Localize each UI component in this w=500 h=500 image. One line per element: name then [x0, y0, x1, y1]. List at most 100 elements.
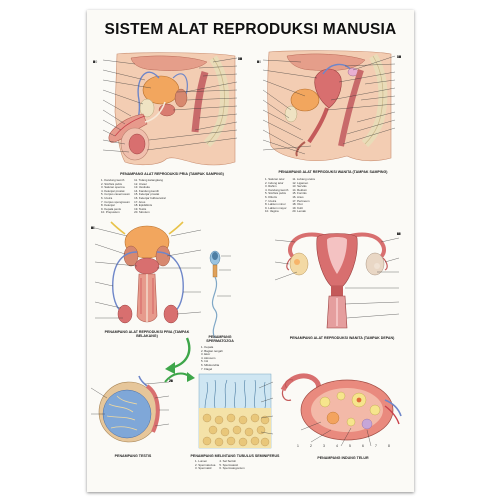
- female-side-illustration: [261, 50, 403, 166]
- female-side-legend: 1. Saluran telur 2. Indung telur 3. Rahi…: [265, 177, 319, 214]
- number-label: 14: [397, 55, 401, 59]
- male-side-caption: PENAMPANG ALAT REPRODUKSI PRIA (TAMPAK S…: [120, 172, 224, 176]
- legend-item: 10. Vagina: [265, 209, 279, 214]
- legend-item: 1. Kepala: [201, 345, 214, 349]
- number-label: 9: [397, 232, 399, 236]
- male-front-illustration: [94, 221, 202, 324]
- legend-column: 11. Lubang uretra 12. Ligamen 13. Servik…: [292, 177, 315, 214]
- legend-item: 6. Klitoris: [265, 194, 277, 199]
- male-front-caption: PENAMPANG ALAT REPRODUKSI PRIA (TAMPAK B…: [104, 330, 190, 339]
- legend-item: 17. Perineum: [292, 198, 310, 203]
- legend-column: 11. Tulang kelangkang 12. Ureter 13. Ves…: [134, 178, 166, 215]
- number-label: 8: [93, 60, 96, 64]
- number-label: 7: [257, 60, 259, 64]
- number-label: 10: [397, 232, 401, 236]
- number-label: 19: [397, 55, 401, 59]
- number-label: 1: [257, 60, 259, 64]
- number-label: 3: [323, 444, 325, 448]
- legend-item: 4. Kelenjar prostat: [101, 188, 125, 193]
- number-label: 3: [397, 232, 399, 236]
- arrow-to-tubulus-icon: [164, 372, 195, 383]
- legend-item: 16. Anus: [292, 194, 304, 199]
- number-label: 13: [397, 232, 401, 236]
- legend-item: 18. Otot: [292, 202, 303, 207]
- number-label: 5: [91, 226, 93, 230]
- number-label: 11: [238, 57, 242, 61]
- legend-item: 8. Labium minor: [265, 202, 286, 207]
- number-label: 5: [93, 60, 96, 64]
- legend-item: 6. Spermatogonium: [219, 466, 245, 471]
- legend-item: 18. Epididimis: [134, 203, 153, 208]
- number-label: 24: [169, 379, 173, 383]
- legend-item: 3. Rahim: [265, 184, 277, 189]
- legend-column: 1. Saluran telur 2. Indung telur 3. Rahi…: [265, 177, 289, 214]
- legend-item: 8. Kelenjar: [101, 203, 115, 208]
- legend-item: 4. Kandung kemih: [265, 187, 289, 192]
- legend-item: 5. Inti: [201, 359, 209, 364]
- number-label: 7: [91, 226, 93, 230]
- legend-item: 13. Serviks: [292, 184, 307, 189]
- number-label: 27: [169, 379, 173, 383]
- male-side-illustration: [95, 52, 245, 170]
- legend-item: 5. Spermatosit: [219, 462, 239, 467]
- ovary-illustration: [280, 373, 402, 447]
- female-front-caption: PENAMPANG ALAT REPRODUKSI WANITA (TAMPAK…: [289, 336, 395, 340]
- legend-item: 13. Vesikula: [134, 185, 150, 190]
- legend-item: 14. Kandung kemih: [134, 188, 160, 193]
- number-label: 18: [397, 55, 401, 59]
- legend-item: 19. Kulit: [292, 205, 303, 210]
- number-label: 12: [397, 232, 401, 236]
- number-label: 8: [397, 232, 399, 236]
- legend-item: 1. Lumen: [195, 459, 208, 463]
- number-label: 13: [397, 55, 401, 59]
- number-label: 28: [169, 379, 173, 383]
- number-label: 8: [388, 444, 390, 448]
- number-label: 20: [169, 379, 173, 383]
- number-label: 8: [257, 60, 259, 64]
- number-label: 5: [349, 444, 351, 448]
- legend-item: 12. Ureter: [134, 181, 147, 186]
- number-label: 3: [93, 60, 96, 64]
- number-label: 9: [91, 226, 93, 230]
- number-label: 3: [91, 226, 93, 230]
- number-label: 3: [257, 60, 259, 64]
- legend-item: 16. Kelenjar bulbouretral: [134, 195, 166, 200]
- legend-item: 1. Saluran telur: [265, 177, 285, 181]
- number-label: 6: [91, 226, 93, 230]
- legend-item: 7. Uretra: [265, 198, 277, 203]
- number-label: 15: [397, 232, 401, 236]
- number-label: 4: [257, 60, 259, 64]
- number-label: 11: [91, 226, 95, 230]
- number-label: 5: [257, 60, 259, 64]
- number-label: 17: [238, 57, 242, 61]
- legend-item: 10. Prepusium: [101, 210, 120, 215]
- number-label: 11: [397, 232, 401, 236]
- testis-caption: PENAMPANG TESTIS: [114, 454, 152, 458]
- legend-item: 9. Kepala penis: [101, 206, 121, 211]
- number-label: 16: [397, 55, 401, 59]
- legend-item: 14. Rektum: [292, 187, 308, 192]
- number-label: 2: [397, 232, 399, 236]
- legend-item: 12. Ligamen: [292, 180, 309, 185]
- number-label: 23: [169, 379, 173, 383]
- legend-item: 3. Ekor: [201, 352, 211, 357]
- number-label: 4: [93, 60, 96, 64]
- number-label: 12: [397, 55, 401, 59]
- number-label: 4: [91, 226, 93, 230]
- number-label: 1: [91, 226, 93, 230]
- sperm-legend: 1. Kepala 2. Bagian tengah 3. Ekor 4. Ak…: [201, 345, 223, 371]
- number-label: 7: [375, 444, 377, 448]
- number-label: 21: [169, 379, 173, 383]
- number-label: 20: [238, 57, 242, 61]
- number-label: 9: [257, 60, 259, 64]
- number-label: 15: [397, 55, 401, 59]
- number-label: 14: [238, 57, 242, 61]
- female-front-illustration: [274, 232, 400, 329]
- legend-item: 5. Corpus cavernosum: [101, 192, 131, 197]
- number-label: 21: [238, 57, 242, 61]
- legend-item: 4. Akrosom: [201, 355, 216, 360]
- legend-column: 4. Sel Sertoli 5. Spermatosit 6. Spermat…: [219, 459, 245, 471]
- legend-item: 19. Testis: [134, 206, 147, 211]
- number-label: 10: [91, 226, 95, 230]
